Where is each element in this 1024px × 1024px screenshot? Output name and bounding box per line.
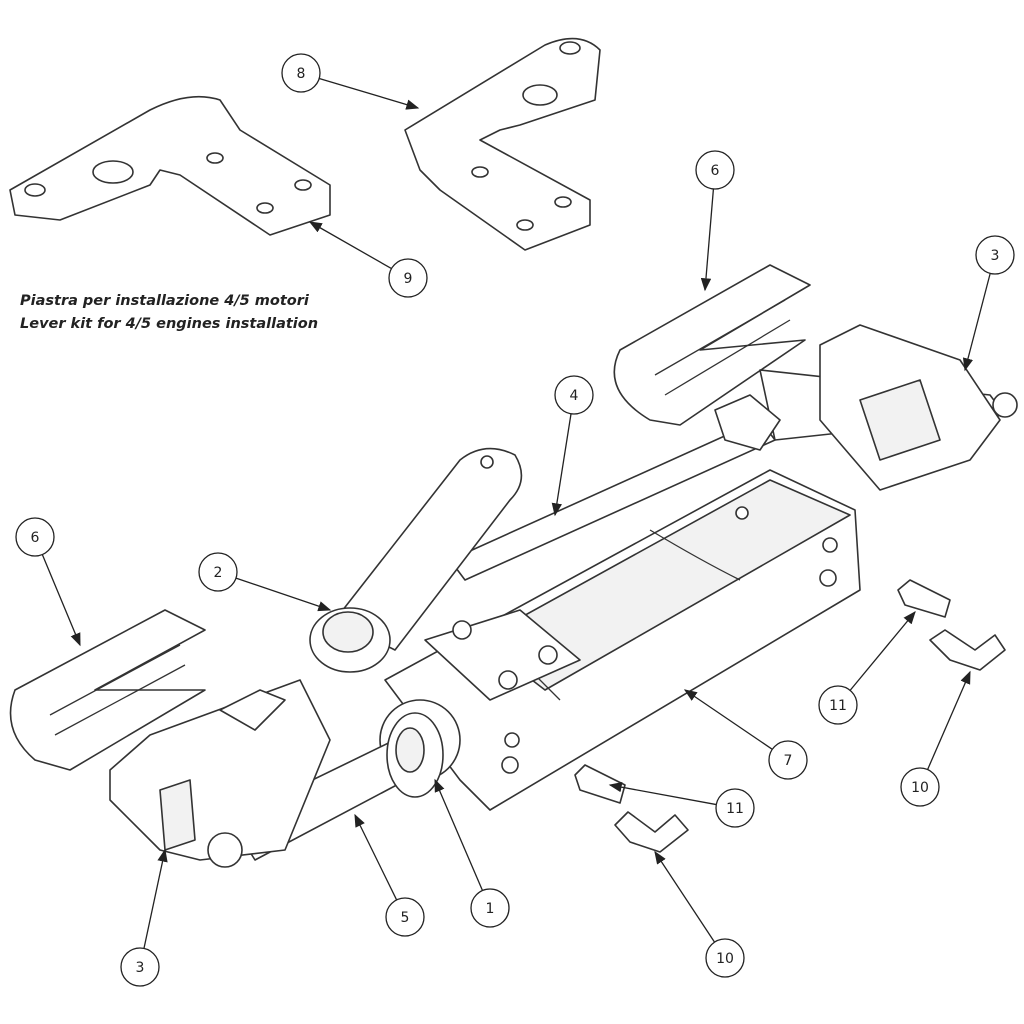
- leader-line: [551, 413, 572, 517]
- callout-circle: [554, 375, 594, 415]
- callout-number: 6: [711, 163, 720, 179]
- callout-10: 10: [900, 670, 971, 807]
- callout-9: 9: [308, 221, 428, 298]
- callout-number: 10: [911, 780, 929, 796]
- callout-7: 7: [683, 689, 808, 780]
- callout-circle: [385, 897, 425, 937]
- callout-number: 5: [401, 910, 410, 926]
- callout-4: 4: [551, 375, 594, 517]
- callout-circle: [470, 888, 510, 928]
- callout-6: 6: [695, 150, 735, 292]
- leader-line: [308, 221, 392, 270]
- callout-number: 9: [404, 271, 413, 287]
- callout-circle: [695, 150, 735, 190]
- leader-line: [683, 689, 773, 750]
- leader-line: [235, 577, 332, 612]
- caption-italian: Piastra per installazione 4/5 motori: [20, 293, 309, 309]
- callout-11: 11: [818, 610, 916, 725]
- cover-6-top: [613, 264, 811, 426]
- callout-circle: [900, 767, 940, 807]
- callout-number: 11: [829, 698, 847, 714]
- callout-circle: [15, 517, 55, 557]
- leader-line: [700, 188, 715, 292]
- leader-line: [143, 848, 168, 949]
- lever-plate-9: [9, 95, 331, 236]
- callout-2: 2: [198, 552, 332, 612]
- lever-kit-caption: Piastra per installazione 4/5 motori Lev…: [20, 290, 318, 336]
- cover-6-left: [9, 609, 206, 771]
- leader-line: [434, 778, 484, 891]
- callout-circle: [705, 938, 745, 978]
- elbow-10-right: [929, 629, 1006, 671]
- callout-11: 11: [608, 782, 755, 828]
- callout-number: 2: [214, 565, 223, 581]
- callout-1: 1: [434, 778, 510, 928]
- callout-3: 3: [120, 848, 168, 987]
- leader-line: [608, 782, 717, 806]
- fitting-11-right: [897, 579, 951, 618]
- callout-circle: [388, 258, 428, 298]
- callout-circle: [818, 685, 858, 725]
- callout-3: 3: [962, 235, 1015, 372]
- callout-10: 10: [654, 850, 745, 978]
- callout-circle: [768, 740, 808, 780]
- bracket-3-right: [714, 324, 1018, 491]
- callout-number: 6: [31, 530, 40, 546]
- lever-plate-8: [404, 37, 601, 251]
- callout-circle: [975, 235, 1015, 275]
- leader-line: [926, 670, 971, 770]
- callout-number: 10: [716, 951, 734, 967]
- callout-5: 5: [354, 813, 425, 937]
- callout-number: 8: [297, 66, 306, 82]
- caption-english: Lever kit for 4/5 engines installation: [20, 316, 319, 332]
- leader-line: [962, 273, 991, 372]
- leader-line: [319, 77, 420, 110]
- callout-number: 4: [570, 388, 579, 404]
- callout-circle: [198, 552, 238, 592]
- callout-number: 1: [486, 901, 495, 917]
- callout-8: 8: [281, 53, 420, 110]
- elbow-10-lower: [614, 811, 689, 853]
- leader-line: [654, 850, 716, 943]
- tiller-arm: [309, 447, 523, 673]
- callout-number: 3: [991, 248, 1000, 264]
- fitting-11-lower: [574, 764, 626, 804]
- callout-number: 7: [784, 753, 793, 769]
- callout-circle: [120, 947, 160, 987]
- callout-circle: [281, 53, 321, 93]
- bracket-3-left: [109, 679, 331, 868]
- callout-6: 6: [15, 517, 81, 647]
- callout-number: 3: [136, 960, 145, 976]
- leader-line: [354, 813, 398, 901]
- leader-line: [41, 554, 81, 647]
- leader-line: [849, 610, 916, 691]
- callout-number: 11: [726, 801, 744, 817]
- callout-circle: [715, 788, 755, 828]
